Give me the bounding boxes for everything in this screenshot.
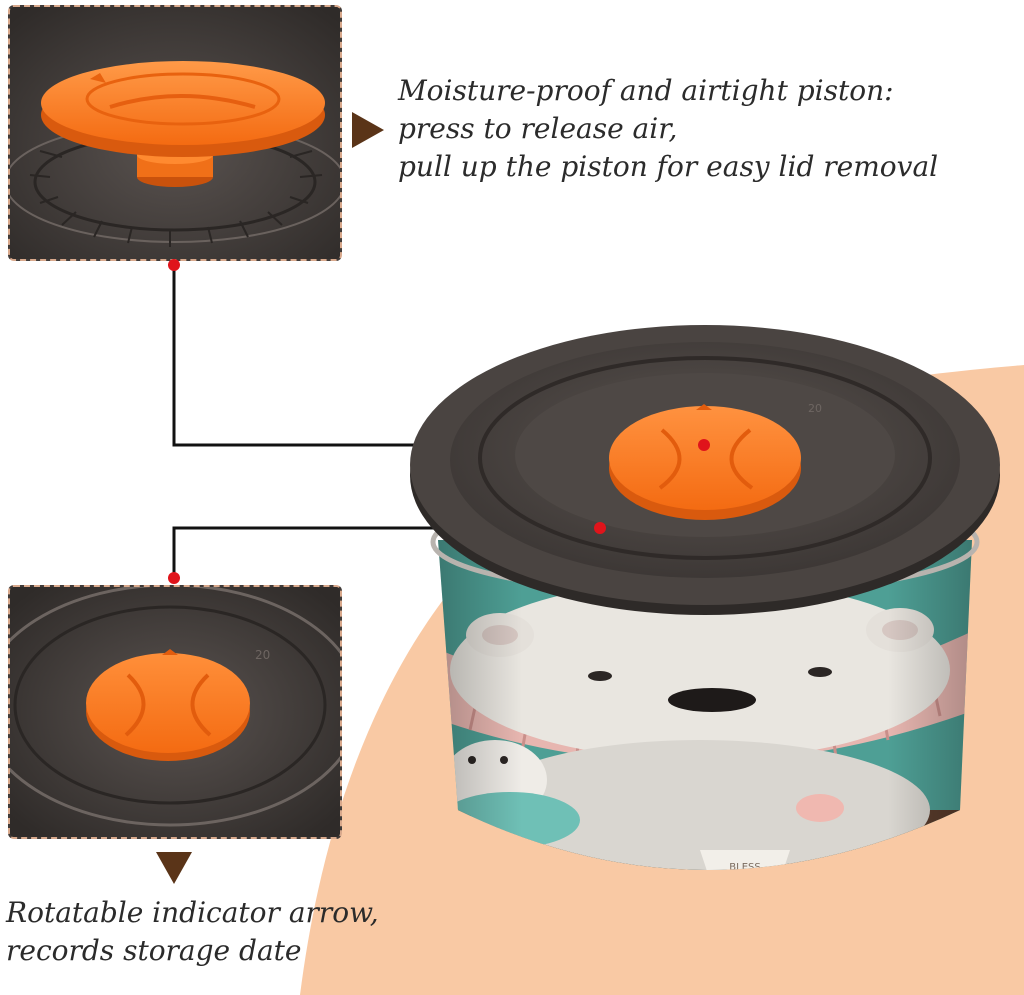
marker-dot [594,522,606,534]
piston-cap-bottom [86,649,250,761]
svg-text:20: 20 [808,402,822,415]
piston-cap-top [41,61,325,157]
caption-line: Moisture-proof and airtight piston: [398,74,894,107]
piston-closeup-image [10,7,340,259]
arrow-down-icon [156,852,192,884]
piston-button [609,404,801,520]
caption-line: Rotatable indicator arrow, [6,896,379,929]
piston-caption: Moisture-proof and airtight piston: pres… [398,72,1018,186]
marker-dot [698,439,710,451]
caption-line: records storage date [6,934,302,967]
indicator-caption: Rotatable indicator arrow, records stora… [6,894,606,970]
date-tick-marks [29,150,323,247]
caption-line: pull up the piston for easy lid removal [398,150,939,183]
indicator-closeup-inset: 20 [8,585,342,839]
lid-scale-number: 20 [255,648,270,662]
caption-line: press to release air, [398,112,678,145]
marker-dot [168,572,180,584]
indicator-arrow-icon [696,404,712,410]
product-mug-image: BLESS 20 [410,325,1000,870]
indicator-arrow-icon [162,649,178,655]
indicator-closeup-image: 20 [10,587,340,837]
marker-dot [168,259,180,271]
arrow-right-icon [352,112,384,148]
